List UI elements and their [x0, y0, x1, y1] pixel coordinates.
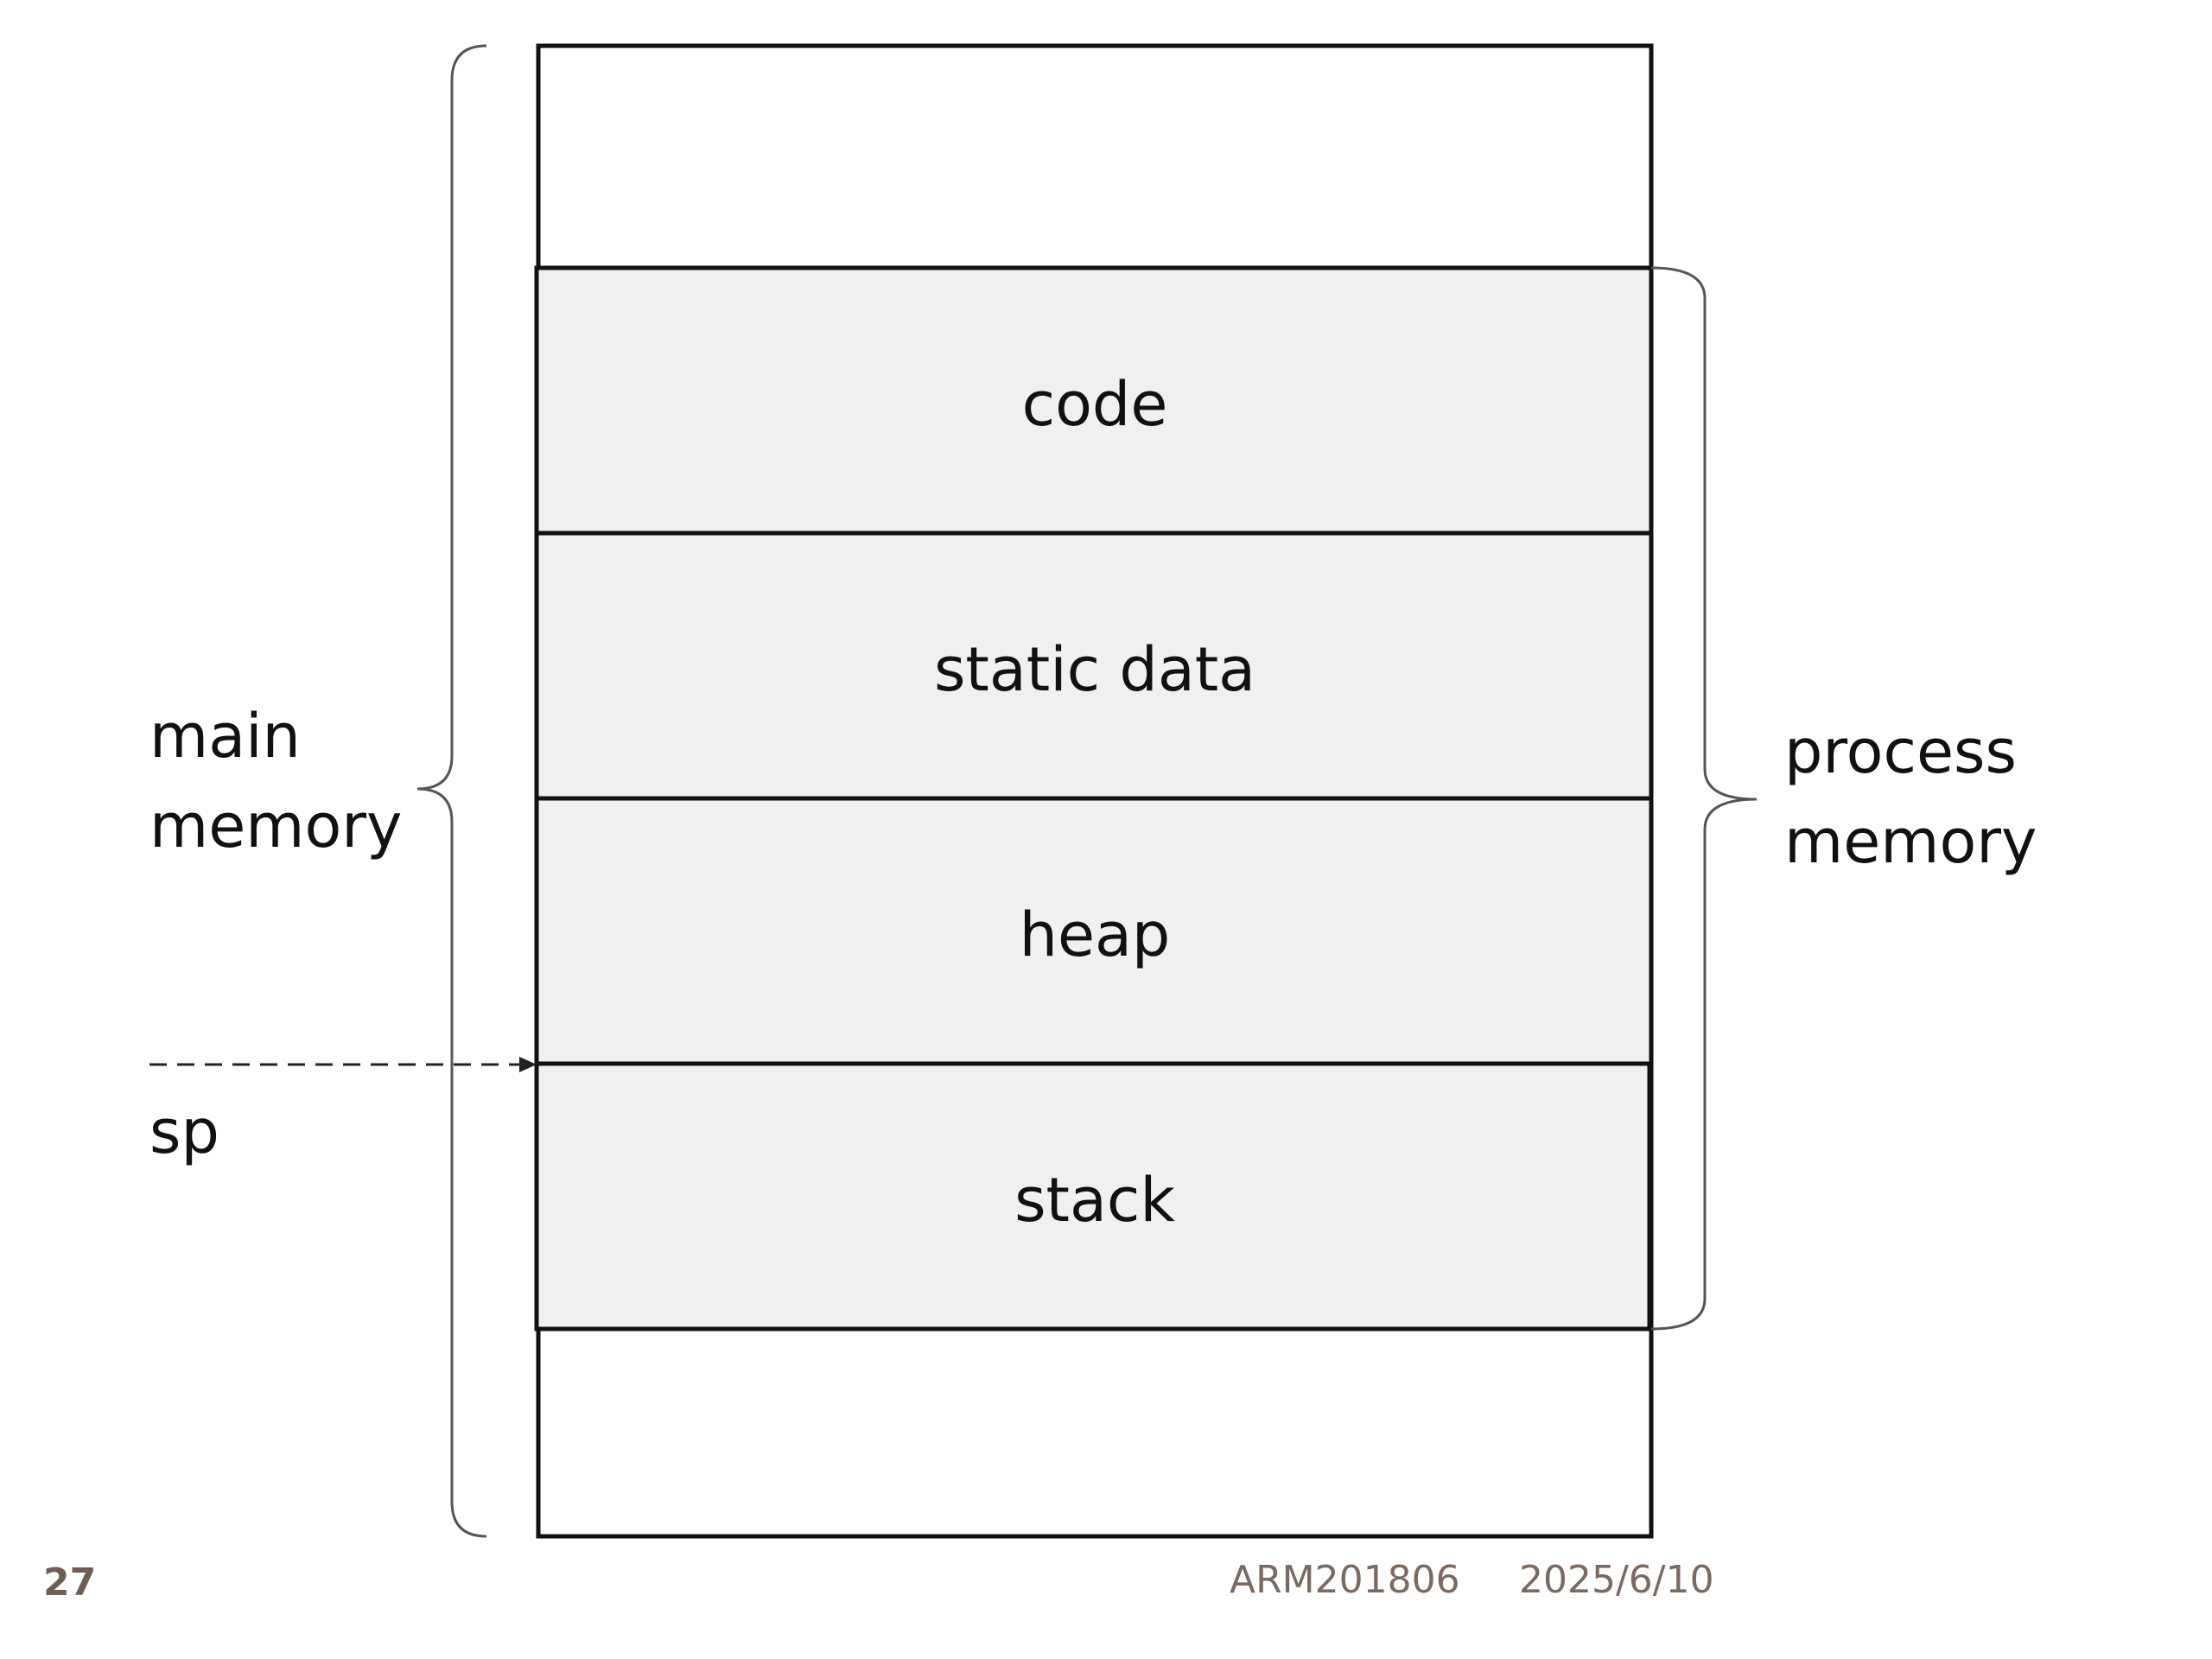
- segment-label-stack: stack: [1014, 1165, 1175, 1236]
- process-memory-label-line1: process: [1784, 716, 2017, 787]
- segment-heap: [534, 796, 1654, 1066]
- main-memory-label: main memory: [149, 691, 402, 871]
- page-number: 27: [43, 1560, 97, 1605]
- segment-label-heap: heap: [1019, 899, 1171, 970]
- footer-course: ARM201806: [1230, 1558, 1460, 1602]
- segment-static-data: [534, 531, 1654, 801]
- segment-label-code: code: [1021, 369, 1168, 440]
- process-memory-label: process memory: [1784, 707, 2037, 887]
- process-memory-label-line2: memory: [1784, 806, 2037, 877]
- sp-label: sp: [149, 1096, 219, 1167]
- main-memory-label-line1: main: [149, 701, 301, 772]
- footer-date: 2025/6/10: [1519, 1558, 1714, 1602]
- process-memory-brace: [1650, 266, 1758, 1331]
- sp-arrow-head: [519, 1057, 537, 1072]
- segment-label-static-data: static data: [933, 634, 1256, 705]
- segment-code: [534, 265, 1654, 536]
- segment-stack: [534, 1061, 1652, 1332]
- main-memory-brace: [416, 44, 487, 1538]
- main-memory-label-line2: memory: [149, 791, 403, 861]
